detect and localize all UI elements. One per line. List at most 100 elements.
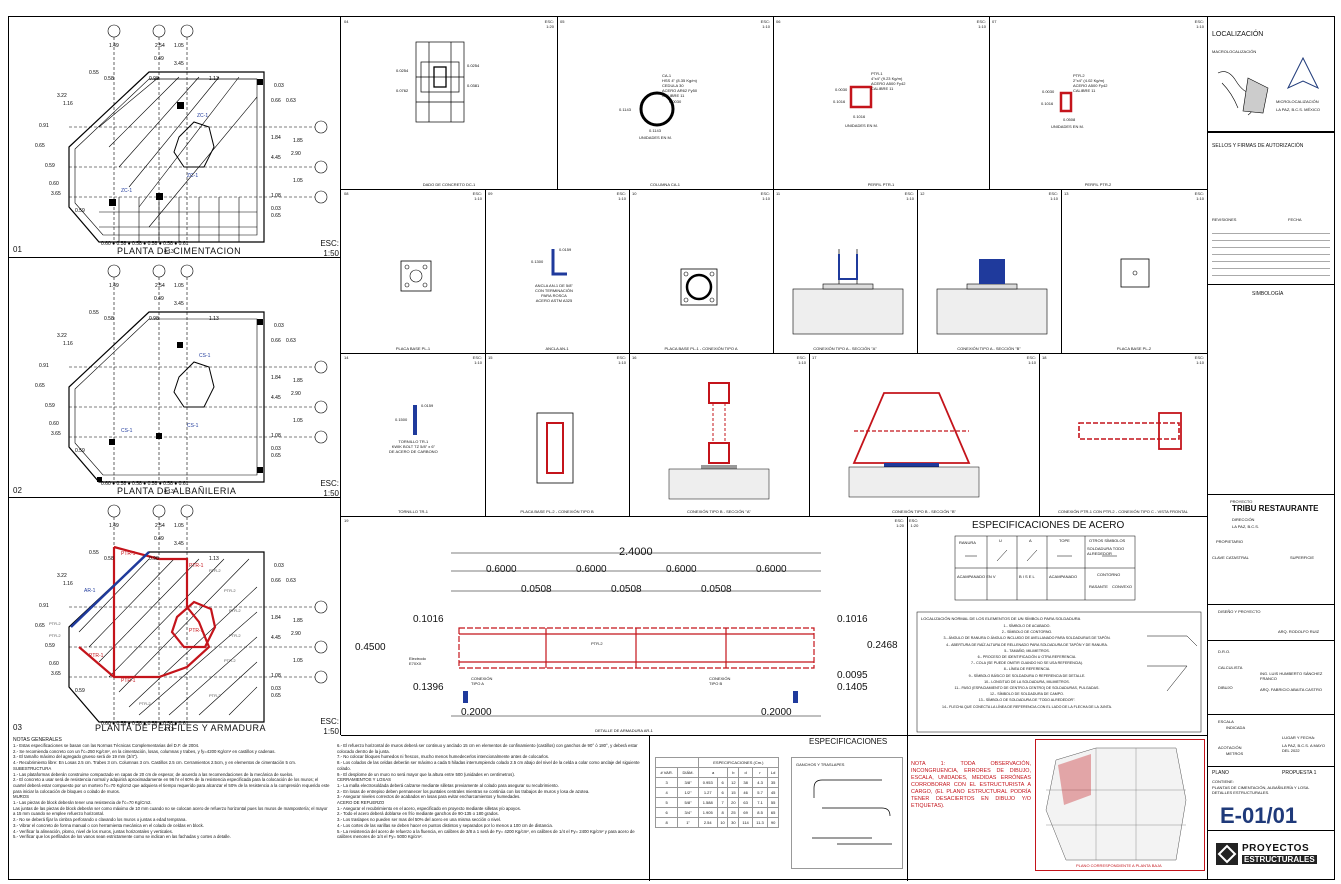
svg-text:3.45: 3.45 xyxy=(174,61,184,67)
location-city: LA PAZ, B.C.S. MÉXICO xyxy=(1276,107,1320,112)
svg-text:0.03: 0.03 xyxy=(274,563,284,569)
detail-scale: ESC: 1:10 xyxy=(1048,191,1058,201)
span-dim: 0.6000 xyxy=(486,564,517,575)
svg-text:0.03: 0.03 xyxy=(274,323,284,329)
connection-b-section-a-drawing xyxy=(668,382,770,500)
svg-text:0.65: 0.65 xyxy=(271,693,281,699)
svg-text:1.13: 1.13 xyxy=(209,556,219,562)
svg-text:0.0254: 0.0254 xyxy=(467,63,480,68)
weld-legend: 1.- SÍMBOLO DE ACABADO.2.- SÍMBOLO DE CO… xyxy=(941,624,1113,709)
svg-text:CS-1: CS-1 xyxy=(121,428,133,434)
observations-panel: NOTA 1: TODA OBSERVACIÓN, INCONGRUENCIA,… xyxy=(907,735,1207,881)
detail-10: 10 ESC: 1:10 PLACA BASE PL-1 - CONEXIÓN … xyxy=(629,189,774,353)
signatures-section: SELLOS Y FIRMAS DE AUTORIZACIÓN REVISION… xyxy=(1208,135,1335,285)
svg-text:0.60: 0.60 xyxy=(49,181,59,187)
height-dim: 0.2468 xyxy=(867,640,898,651)
plan-title: PLANTA DE ALBAÑILERIA xyxy=(117,486,237,496)
general-notes: NOTAS GENERALES 1.- Estas especificacion… xyxy=(9,735,650,881)
svg-text:AR-1: AR-1 xyxy=(84,588,96,594)
svg-text:1.49: 1.49 xyxy=(109,523,119,529)
svg-text:0.49: 0.49 xyxy=(154,56,164,62)
detail-scale: ESC: 1:10 xyxy=(760,191,770,201)
detail-number: 12 xyxy=(920,191,925,196)
svg-text:0.55: 0.55 xyxy=(89,70,99,76)
design-value: ARQ. RODOLFO RUIZ xyxy=(1278,629,1320,634)
svg-text:1.49: 1.49 xyxy=(109,43,119,49)
svg-text:CS-1: CS-1 xyxy=(187,423,199,429)
hooks-box: GANCHOS Y TRASLAPES xyxy=(791,757,903,869)
svg-text:PTR-2: PTR-2 xyxy=(49,621,61,626)
date-place-value: LA PAZ, B.C.S. A MAYO DEL 2022 xyxy=(1282,743,1325,753)
svg-text:PTR-1: PTR-1 xyxy=(189,563,204,569)
sub-dim: 0.0508 xyxy=(611,584,642,595)
weld-label: SOLDADURA TODO ALREDEDOR xyxy=(1087,546,1125,556)
svg-text:1.85: 1.85 xyxy=(293,378,303,384)
owner-label: PROPIETARIO xyxy=(1216,539,1244,544)
svg-text:0.59: 0.59 xyxy=(45,643,55,649)
svg-text:1.08: 1.08 xyxy=(271,193,281,199)
table-header: r xyxy=(751,767,769,778)
macro-location: MACROLOCALIZACIÓN xyxy=(1212,49,1257,54)
detail-11: 11 ESC: 1:10 CONEXIÓN TIPO A - SECCIÓN "… xyxy=(773,189,918,353)
dim-label: 0.0030 xyxy=(835,87,848,92)
svg-text:0.66: 0.66 xyxy=(271,98,281,104)
detail-title: CONEXIÓN PTR-1 CON PTR-2 - CONEXIÓN TIPO… xyxy=(1057,509,1188,514)
brand-name-1: PROYECTOS xyxy=(1242,843,1310,854)
weld-label: ACAMPANADO xyxy=(1049,574,1078,579)
detail-13: 13 ESC: 1:10 PLACA BASE PL-2 xyxy=(1061,189,1207,353)
cadastral-label: CLAVE CATASTRAL xyxy=(1212,555,1249,560)
detail-title: ANCLA AN-1 xyxy=(545,346,569,351)
detail-number: 09 xyxy=(488,191,493,196)
svg-text:3.22: 3.22 xyxy=(57,333,67,339)
detail-scale: ESC: 1:10 xyxy=(616,191,626,201)
svg-text:PTR-1: PTR-1 xyxy=(121,551,136,557)
svg-text:1.49: 1.49 xyxy=(109,283,119,289)
plan-scale: ESC:1:50 xyxy=(320,239,339,258)
svg-text:1.05: 1.05 xyxy=(293,418,303,424)
detail-18: 18 ESC: 1:10 CONEXIÓN PTR-1 CON PTR-2 - … xyxy=(1039,353,1207,516)
revisions-label: REVISIONES xyxy=(1212,217,1237,222)
foot-dim: 0.2000 xyxy=(761,707,792,718)
detail-scale: ESC: 1:10 xyxy=(1194,355,1204,365)
svg-text:1.05: 1.05 xyxy=(174,43,184,49)
svg-text:0.0762: 0.0762 xyxy=(396,88,409,93)
span-dim: 0.6000 xyxy=(576,564,607,575)
conn-label: CONEXIÓN TIPO B xyxy=(709,676,731,686)
base-plate-pl1-drawing xyxy=(400,260,432,292)
detail-scale: ESC: 1:20 xyxy=(909,518,919,528)
detail-scale: ESC: 1:10 xyxy=(616,355,626,365)
svg-text:0.59: 0.59 xyxy=(45,163,55,169)
svg-text:0.0254: 0.0254 xyxy=(396,68,409,73)
dimension-label: ACOTACIÓN xyxy=(1218,745,1242,750)
svg-text:2.54: 2.54 xyxy=(155,283,165,289)
dro-label: D.R.O. xyxy=(1218,649,1231,654)
detail-scale: ESC: 1:10 xyxy=(472,191,482,201)
location-section: LOCALIZACIÓN MACROLOCALIZACIÓN MICROLOCA… xyxy=(1208,17,1335,133)
weld-label: RASANTE xyxy=(1089,584,1108,589)
detail-title: PERFIL PTR-1 xyxy=(867,182,895,187)
plan-code-section: PLANO PROPUESTA 1 CONTIENE: PLANTAS DE C… xyxy=(1208,767,1335,831)
detail-number: 19 xyxy=(344,518,349,523)
detail-number: 08 xyxy=(344,191,349,196)
svg-text:0.03: 0.03 xyxy=(271,446,281,452)
detail-number: 05 xyxy=(560,19,565,24)
detail-scale: ESC: 1:20 xyxy=(894,518,904,528)
truss-total-dim: 2.4000 xyxy=(619,546,653,558)
brand-section: PROYECTOS ESTRUCTURALES xyxy=(1208,831,1335,879)
svg-text:PTR-2: PTR-2 xyxy=(209,693,221,698)
title-block: LOCALIZACIÓN MACROLOCALIZACIÓN MICROLOCA… xyxy=(1207,17,1335,879)
plan-title: PLANTA DE CIMENTACION xyxy=(117,246,242,256)
address-label: DIRECCIÓN xyxy=(1232,517,1255,522)
sheet-code: E-01/01 xyxy=(1220,803,1298,828)
bolt-tr1-drawing xyxy=(413,405,417,435)
detail-number: 07 xyxy=(992,19,997,24)
svg-text:3.65: 3.65 xyxy=(51,431,61,437)
svg-text:PTR-1: PTR-1 xyxy=(189,628,204,634)
svg-text:0.58: 0.58 xyxy=(104,316,114,322)
detail-title: COLUMNA CA-1 xyxy=(649,182,680,187)
